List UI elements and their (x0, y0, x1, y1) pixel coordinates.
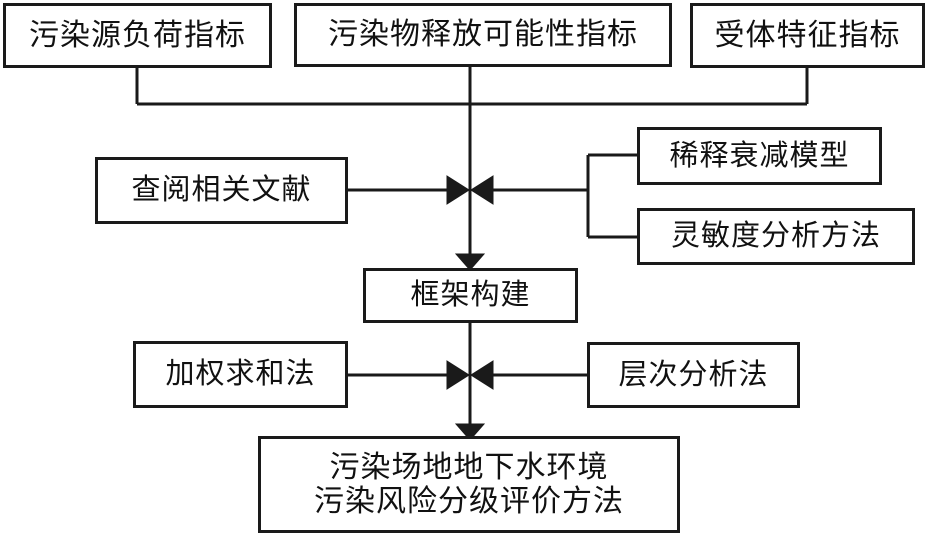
node-dilution-attenuation-model[interactable]: 稀释衰减模型 (637, 127, 882, 185)
node-indicator-release-possibility[interactable]: 污染物释放可能性指标 (294, 3, 672, 67)
node-label: 层次分析法 (618, 358, 769, 391)
node-weighted-sum-method[interactable]: 加权求和法 (133, 341, 348, 408)
arrowhead-literature-right (446, 175, 470, 205)
node-sensitivity-analysis-method[interactable]: 灵敏度分析方法 (637, 208, 915, 265)
node-label: 灵敏度分析方法 (670, 220, 881, 253)
node-label: 框架构建 (410, 279, 531, 312)
arrowhead-bracket-left (470, 175, 494, 205)
arrowhead-ahp-left (470, 360, 494, 390)
node-indicator-source-load[interactable]: 污染源负荷指标 (3, 3, 272, 68)
node-analytic-hierarchy-process[interactable]: 层次分析法 (587, 342, 800, 408)
node-literature-review[interactable]: 查阅相关文献 (95, 157, 348, 224)
arrowhead-weighted-sum-right (446, 360, 470, 390)
node-label: 稀释衰减模型 (669, 139, 850, 172)
node-result-risk-grading-method[interactable]: 污染场地地下水环境 污染风险分级评价方法 (258, 436, 680, 533)
node-label: 污染场地地下水环境 污染风险分级评价方法 (314, 450, 624, 518)
node-indicator-receptor-feature[interactable]: 受体特征指标 (690, 3, 925, 68)
node-label: 受体特征指标 (714, 18, 901, 52)
node-label: 污染物释放可能性指标 (328, 18, 638, 52)
node-label: 污染源负荷指标 (29, 18, 246, 52)
node-label: 查阅相关文献 (131, 174, 312, 207)
node-framework-construction[interactable]: 框架构建 (363, 268, 578, 323)
node-label: 加权求和法 (165, 358, 316, 391)
